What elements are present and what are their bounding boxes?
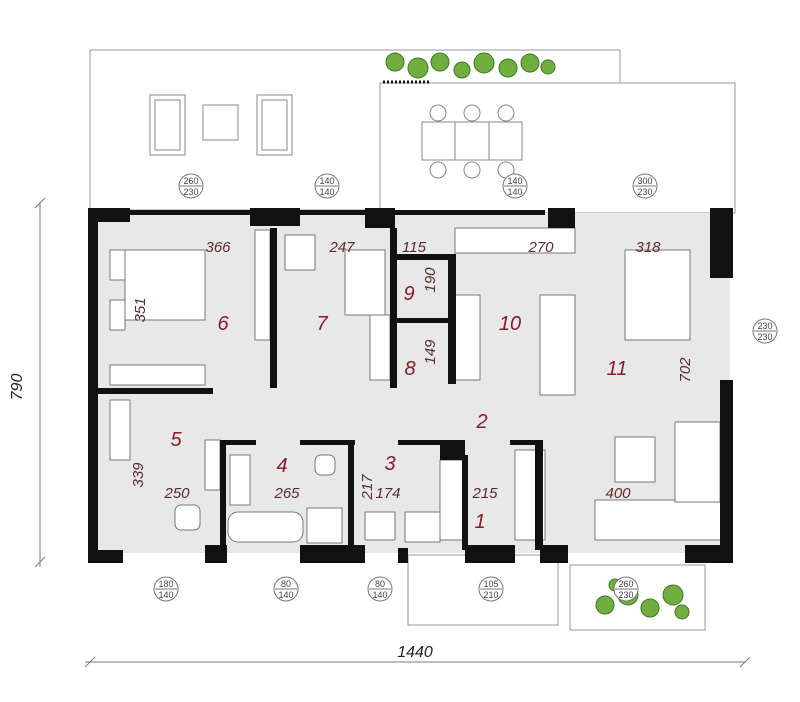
dim-339: 339 (130, 462, 147, 488)
window-tag-8: 80 140 (367, 576, 393, 602)
window-7-width: 80 (281, 579, 291, 589)
window-tag-7: 80 140 (273, 576, 299, 602)
dim-217: 217 (359, 474, 376, 501)
window-tag-9: 105 210 (478, 576, 504, 602)
window-6-height: 140 (158, 590, 173, 600)
room-11: 11 (607, 358, 628, 380)
overall-height: 790 (9, 374, 26, 401)
furniture (109, 227, 726, 544)
dim-702: 702 (677, 357, 694, 383)
outdoor-furniture (149, 94, 523, 179)
window-1-width: 260 (183, 176, 198, 186)
window-1-height: 230 (183, 187, 198, 197)
dim-115: 115 (402, 239, 427, 256)
window-3-height: 140 (507, 187, 522, 197)
window-2-width: 140 (319, 176, 334, 186)
dim-351: 351 (132, 297, 149, 322)
window-5-width: 230 (757, 321, 772, 331)
room-10: 10 (499, 313, 521, 335)
room-3: 3 (384, 453, 395, 475)
dim-318: 318 (635, 239, 661, 256)
room-5: 5 (170, 429, 182, 451)
window-tag-10: 260 230 (613, 576, 639, 602)
window-2-height: 140 (319, 187, 334, 197)
window-10-width: 260 (618, 579, 633, 589)
overall-width: 1440 (397, 644, 433, 661)
window-tag-6: 180 140 (153, 576, 179, 602)
room-2: 2 (475, 411, 487, 433)
window-4-height: 230 (637, 187, 652, 197)
window-5-height: 230 (757, 332, 772, 342)
room-4: 4 (276, 455, 287, 477)
window-7-height: 140 (278, 590, 293, 600)
window-8-height: 140 (372, 590, 387, 600)
room-7: 7 (316, 313, 328, 335)
window-tag-1: 260 230 (178, 173, 204, 199)
window-9-width: 105 (483, 579, 498, 589)
dim-250: 250 (163, 485, 190, 502)
dim-215: 215 (471, 485, 498, 502)
window-10-height: 230 (618, 590, 633, 600)
window-tag-2: 140 140 (314, 173, 340, 199)
dim-265: 265 (273, 485, 300, 502)
window-tag-5: 230 230 (752, 318, 778, 344)
window-4-width: 300 (637, 176, 652, 186)
dim-190: 190 (422, 267, 439, 293)
dim-174: 174 (375, 485, 400, 502)
window-8-width: 80 (375, 579, 385, 589)
plant-top (385, 52, 556, 79)
window-6-width: 180 (158, 579, 173, 589)
window-9-height: 210 (483, 590, 498, 600)
room-9: 9 (403, 283, 414, 305)
room-6: 6 (217, 313, 229, 335)
dim-270: 270 (527, 239, 554, 256)
dim-247: 247 (328, 239, 355, 256)
room-1: 1 (474, 511, 485, 533)
dim-400: 400 (605, 485, 631, 502)
window-tag-3: 140 140 (502, 173, 528, 199)
dim-366: 366 (205, 239, 231, 256)
dim-149: 149 (422, 339, 439, 365)
window-3-width: 140 (507, 176, 522, 186)
room-8: 8 (404, 358, 415, 380)
overall-dimension-lines (34, 197, 751, 668)
window-tag-4: 300 230 (632, 173, 658, 199)
interior-walls (98, 228, 543, 550)
